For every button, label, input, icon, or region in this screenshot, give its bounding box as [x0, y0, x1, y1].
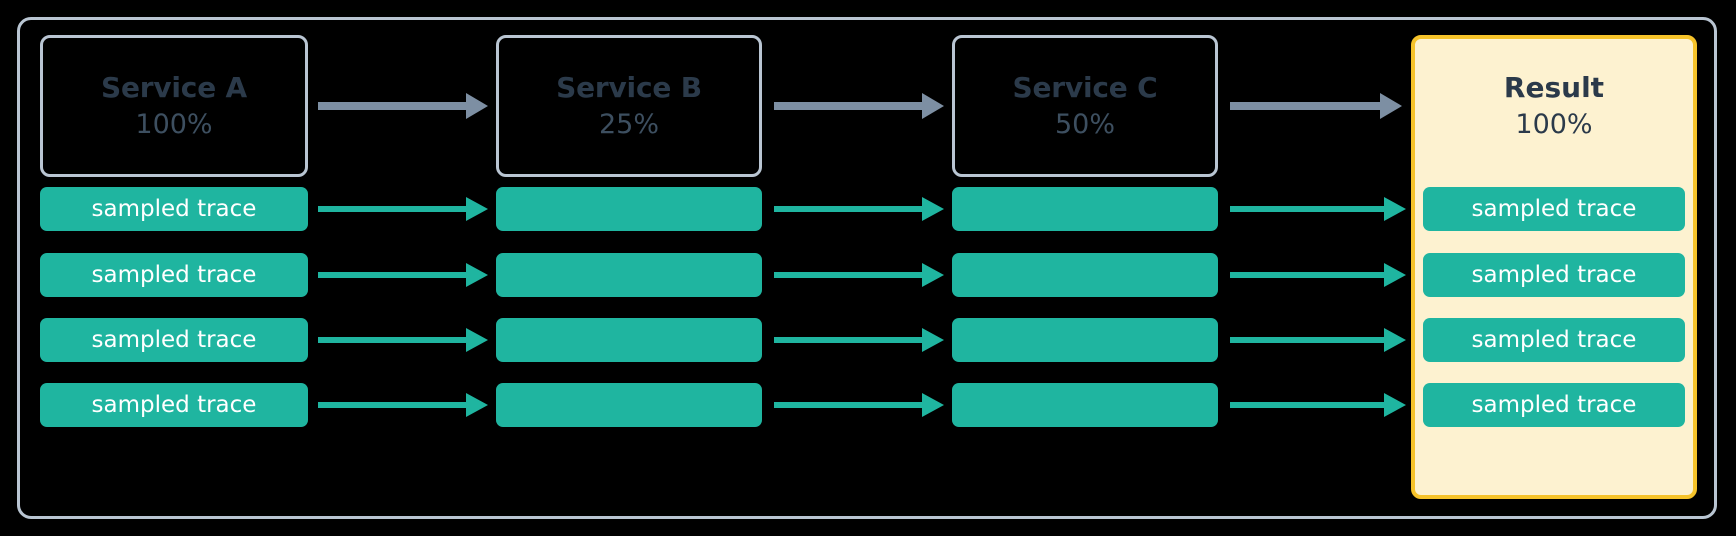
trace-bar-label: sampled trace [1471, 262, 1637, 288]
trace-bar-row3-service-b[interactable] [496, 318, 762, 362]
trace-bar-row2-service-b[interactable] [496, 253, 762, 297]
trace-bar-row3-result[interactable]: sampled trace [1423, 318, 1685, 362]
service-c-percent: 50% [1054, 108, 1115, 140]
trace-bar-label: sampled trace [1471, 327, 1637, 353]
trace-bar-row4-result[interactable]: sampled trace [1423, 383, 1685, 427]
trace-bar-row3-service-a[interactable]: sampled trace [40, 318, 308, 362]
service-c-name: Service C [1012, 70, 1158, 104]
trace-bar-row1-result[interactable]: sampled trace [1423, 187, 1685, 231]
trace-bar-row4-service-b[interactable] [496, 383, 762, 427]
trace-bar-row2-result[interactable]: sampled trace [1423, 253, 1685, 297]
service-box-service-c[interactable]: Service C 50% [952, 35, 1218, 177]
trace-bar-label: sampled trace [1471, 196, 1637, 222]
trace-bar-row1-service-b[interactable] [496, 187, 762, 231]
service-box-service-a[interactable]: Service A 100% [40, 35, 308, 177]
trace-bar-label: sampled trace [91, 392, 257, 418]
result-box-header[interactable]: Result 100% [1411, 35, 1697, 177]
trace-bar-row2-service-c[interactable] [952, 253, 1218, 297]
service-b-name: Service B [556, 70, 702, 104]
service-box-service-b[interactable]: Service B 25% [496, 35, 762, 177]
diagram-outer-frame [17, 17, 1717, 519]
trace-bar-row3-service-c[interactable] [952, 318, 1218, 362]
trace-bar-row2-service-a[interactable]: sampled trace [40, 253, 308, 297]
trace-bar-label: sampled trace [91, 262, 257, 288]
result-percent: 100% [1515, 108, 1593, 140]
service-a-name: Service A [100, 70, 248, 104]
service-a-percent: 100% [135, 108, 213, 140]
trace-bar-label: sampled trace [1471, 392, 1637, 418]
service-b-percent: 25% [598, 108, 659, 140]
result-name: Result [1503, 70, 1605, 104]
trace-bar-row4-service-a[interactable]: sampled trace [40, 383, 308, 427]
trace-bar-row1-service-a[interactable]: sampled trace [40, 187, 308, 231]
trace-bar-row1-service-c[interactable] [952, 187, 1218, 231]
trace-bar-row4-service-c[interactable] [952, 383, 1218, 427]
trace-bar-label: sampled trace [91, 327, 257, 353]
trace-bar-label: sampled trace [91, 196, 257, 222]
